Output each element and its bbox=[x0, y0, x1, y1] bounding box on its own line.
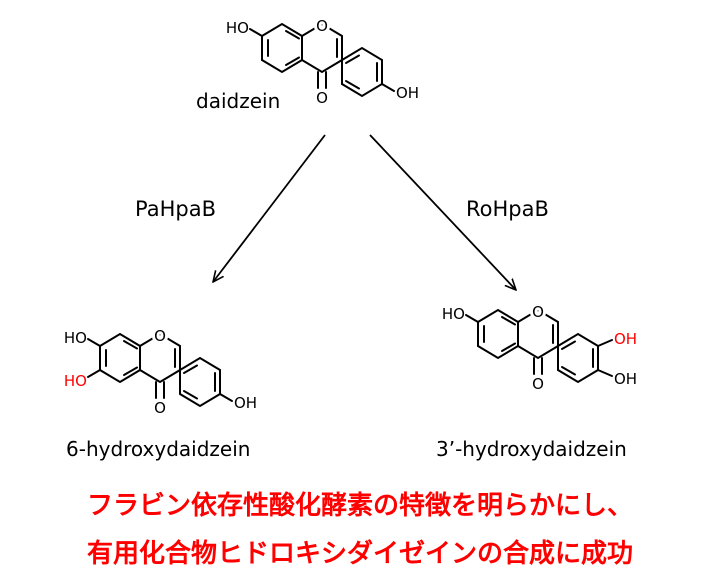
headline-line-1: フラビン依存性酸化酵素の特徴を明らかにし、 bbox=[86, 491, 633, 521]
reaction-arrow-left bbox=[213, 134, 326, 282]
daidzein-label: daidzein bbox=[196, 89, 281, 113]
6-hydroxydaidzein-label: 6-hydroxydaidzein bbox=[66, 437, 251, 461]
ring-oxygen-label: O bbox=[316, 17, 328, 35]
enzyme-label-right: RoHpaB bbox=[466, 197, 549, 221]
hydroxyl-4prime-label: OH bbox=[234, 394, 257, 412]
headline-line-2: 有用化合物ヒドロキシダイゼインの合成に成功 bbox=[86, 539, 633, 569]
hydroxyl-7-label: HO bbox=[442, 305, 465, 323]
new-hydroxyl-6-label: HO bbox=[64, 372, 87, 390]
carbonyl-oxygen-label: O bbox=[316, 89, 328, 107]
carbonyl-oxygen-label: O bbox=[154, 399, 166, 417]
enzyme-label-left: PaHpaB bbox=[135, 197, 216, 221]
ring-oxygen-label: O bbox=[154, 327, 166, 345]
hydroxyl-4prime-label: OH bbox=[396, 84, 419, 102]
daidzein-structure bbox=[249, 22, 395, 98]
new-hydroxyl-3prime-label: OH bbox=[614, 330, 637, 348]
ring-oxygen-label: O bbox=[532, 303, 544, 321]
carbonyl-oxygen-label: O bbox=[532, 375, 544, 393]
hydroxyl-4prime-label: OH bbox=[614, 370, 637, 388]
3prime-hydroxydaidzein-structure bbox=[465, 308, 613, 384]
6-hydroxydaidzein-structure bbox=[87, 332, 233, 408]
reaction-arrow-right bbox=[369, 134, 516, 290]
hydroxyl-7-label: HO bbox=[64, 329, 87, 347]
hydroxyl-7-label: HO bbox=[226, 19, 249, 37]
3prime-hydroxydaidzein-label: 3’-hydroxydaidzein bbox=[436, 437, 627, 461]
